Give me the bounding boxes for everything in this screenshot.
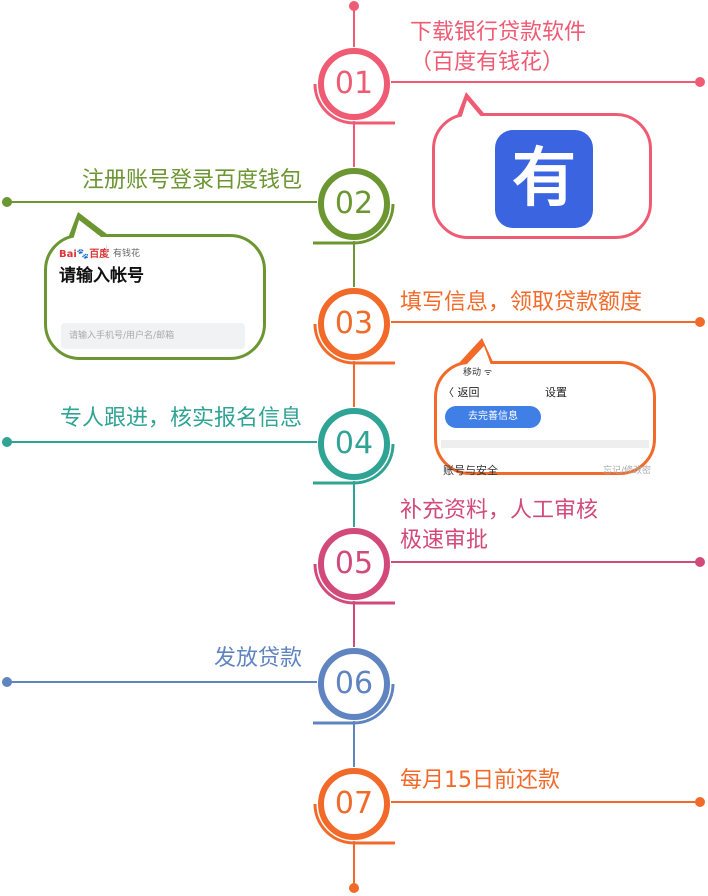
step-circle-02 (318, 168, 390, 240)
password-hint: 忘记/修改密 (602, 466, 651, 476)
settings-title: 设置 (545, 386, 567, 399)
step-end-dot-06 (2, 677, 12, 687)
step-number-07: 07 (334, 786, 374, 821)
step-hook-02 (313, 203, 395, 245)
step-label-04: 专人跟进，核实报名信息 (59, 406, 302, 431)
bubble-tail-01-inner (461, 100, 483, 119)
step-circle-06 (318, 648, 390, 720)
step-label-05: 补充资料，人工审核 (400, 498, 599, 523)
step-label-05-sub: 极速审批 (400, 528, 489, 553)
step-end-dot-07 (695, 797, 705, 807)
step-end-dot-05 (695, 557, 705, 567)
bubble-tail-03-inner (466, 346, 491, 365)
step-hook-04 (313, 443, 395, 485)
step-number-04: 04 (334, 426, 374, 461)
timeline-end-dot (349, 883, 359, 893)
login-title: 请输入帐号 (59, 266, 144, 286)
step-number-01: 01 (334, 66, 374, 101)
timeline-start-dot (349, 1, 359, 11)
step-end-dot-03 (695, 317, 705, 327)
step-number-05: 05 (334, 546, 374, 581)
step-label-01: 下载银行贷款软件 (410, 20, 587, 45)
baidu-paw-icon: 🐾 (76, 249, 90, 260)
step-hook-06 (313, 683, 395, 725)
app-icon-bubble: 有 (432, 113, 652, 239)
step-number-02: 02 (334, 186, 374, 221)
step-hook-07 (313, 803, 395, 845)
step-end-dot-04 (2, 437, 12, 447)
step-circle-07 (318, 768, 390, 840)
step-label-02: 注册账号登录百度钱包 (81, 168, 302, 193)
bubble-tail-02-inner (73, 220, 105, 240)
step-label-01-sub: （百度有钱花） (410, 50, 565, 75)
youqianhua-app-icon: 有 (495, 130, 593, 228)
step-label-03: 填写信息，领取贷款额度 (400, 290, 643, 315)
step-circle-05 (318, 528, 390, 600)
back-button[interactable]: 〈 返回 (443, 386, 480, 399)
step-hook-05 (313, 563, 395, 605)
step-end-dot-02 (2, 197, 12, 207)
section-divider (441, 440, 649, 448)
brand-subtitle: 有钱花 (113, 249, 141, 259)
account-input[interactable]: 请输入手机号/用户名/邮箱 (61, 323, 245, 349)
baidu-logo: Bai🐾百度 (59, 249, 110, 260)
step-hook-03 (313, 323, 395, 365)
complete-info-button[interactable]: 去完善信息 (445, 406, 541, 428)
step-circle-03 (318, 288, 390, 360)
step-hook-01 (313, 83, 395, 125)
account-security-row[interactable]: 账号与安全 (443, 464, 498, 477)
status-bar: 移动 ᯤ (463, 368, 493, 378)
step-end-dot-01 (695, 77, 705, 87)
step-label-06: 发放贷款 (213, 646, 302, 671)
step-circle-04 (318, 408, 390, 480)
step-number-03: 03 (334, 306, 374, 341)
settings-screen-bubble: 移动 ᯤ 〈 返回 设置 去完善信息 账号与安全 忘记/修改密 (434, 361, 656, 477)
brand-separator: | (105, 245, 109, 256)
step-circle-01 (318, 48, 390, 120)
login-screen-bubble: Bai🐾百度 | 有钱花 请输入帐号 请输入手机号/用户名/邮箱 (44, 234, 266, 360)
step-number-06: 06 (334, 666, 374, 701)
step-label-07: 每月15日前还款 (400, 768, 560, 793)
